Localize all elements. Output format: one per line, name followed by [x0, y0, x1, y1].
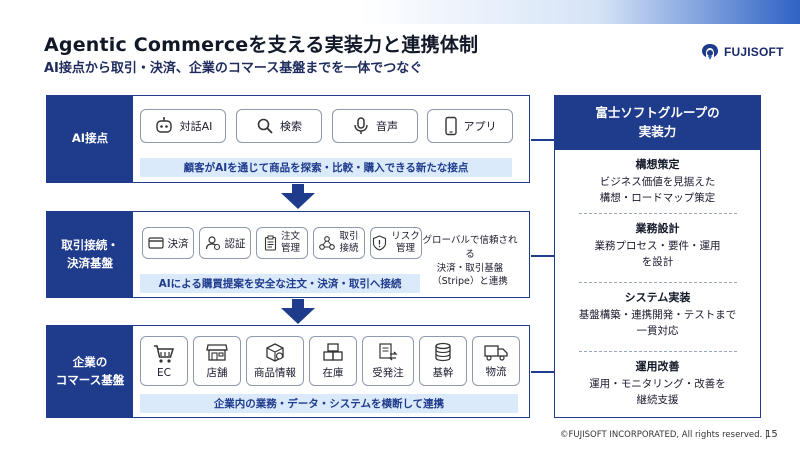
panel-item-body: 運用・モニタリング・改善を継続支援	[589, 378, 726, 406]
connector-line	[531, 255, 554, 257]
product-info-icon	[266, 343, 284, 362]
dashed-divider	[579, 351, 737, 352]
chip-inventory: 在庫	[309, 336, 357, 386]
chip-voice: 音声	[332, 109, 418, 143]
section-caption-bar: 顧客がAIを通じて商品を探索・比較・購入できる新たな接点	[140, 158, 512, 177]
search-icon	[257, 118, 273, 134]
order-exchange-icon	[379, 343, 398, 361]
logo-text: FUJISOFT	[724, 45, 784, 59]
chip-order-exchange: 受発注	[362, 336, 414, 386]
chip-transaction-connect: 取引接続	[313, 227, 365, 259]
panel-item-heading: 運用改善	[635, 360, 680, 373]
dashed-divider	[579, 213, 737, 214]
stripe-note: グローバルで信頼される 決済・取引基盤 （Stripe）と連携	[422, 235, 518, 288]
panel-title: 富士ソフトグループの実装力	[555, 96, 760, 150]
fujisoft-logo-icon	[702, 44, 718, 60]
connector-line	[531, 371, 554, 373]
chip-payment: 決済	[142, 227, 194, 259]
top-gradient-bar	[0, 0, 800, 24]
implementation-panel: 富士ソフトグループの実装力 構想策定 ビジネス価値を見据えた構想・ロードマップ策…	[554, 95, 761, 418]
flow-arrow-shaft	[292, 299, 304, 309]
panel-item-body: ビジネス価値を見据えた構想・ロードマップ策定	[599, 176, 716, 204]
connector-line	[531, 139, 554, 141]
flow-arrow-shaft	[292, 184, 304, 194]
chip-risk-management: リスク管理	[370, 227, 422, 259]
chip-order-management: 注文管理	[256, 227, 308, 259]
shield-alert-icon	[373, 235, 387, 251]
chatbot-icon	[155, 117, 172, 133]
chip-core-system: 基幹	[419, 336, 467, 386]
chip-logistics: 物流	[472, 336, 520, 386]
panel-item-heading: システム実装	[624, 291, 691, 304]
chip-ec: EC	[140, 336, 188, 386]
panel-item: 構想策定 ビジネス価値を見据えた構想・ロードマップ策定	[555, 156, 760, 207]
panel-item: 業務設計 業務プロセス・要件・運用を設計	[555, 220, 760, 271]
chip-app: アプリ	[427, 109, 513, 143]
truck-icon	[484, 345, 508, 361]
panel-item-heading: 構想策定	[635, 158, 680, 171]
credit-card-icon	[147, 237, 164, 249]
chip-search: 検索	[236, 109, 322, 143]
panel-item-heading: 業務設計	[635, 222, 680, 235]
section-transaction-payment: 取引接続・決済基盤 決済 認証 注文管理	[46, 211, 530, 298]
chip-auth: 認証	[199, 227, 251, 259]
down-arrow-icon	[281, 193, 315, 209]
section-ai-touchpoint: AI接点 対話AI 検索 音声 アプリ 顧客がAIを通じて商品を探索・比較・購入…	[46, 95, 530, 183]
panel-item: システム実装 基盤構築・連携開発・テストまで一貫対応	[555, 289, 760, 340]
order-clipboard-icon	[264, 235, 277, 251]
page-number: 15	[765, 429, 778, 440]
section-label: 取引接続・決済基盤	[47, 212, 133, 297]
microphone-icon	[354, 117, 368, 134]
section-label: AI接点	[47, 96, 133, 182]
cart-icon	[154, 344, 175, 363]
section-caption-bar: 企業内の業務・データ・システムを横断して連携	[140, 394, 518, 413]
section-label: 企業のコマース基盤	[47, 326, 133, 417]
panel-item-body: 基盤構築・連携開発・テストまで一貫対応	[578, 309, 737, 337]
company-logo: FUJISOFT	[700, 42, 784, 62]
database-icon	[435, 342, 451, 362]
network-icon	[319, 236, 336, 250]
page-title: Agentic Commerceを支える実装力と連携体制	[44, 34, 479, 56]
section-enterprise-commerce: 企業のコマース基盤 EC 店舗 商品情報	[46, 325, 530, 418]
section-caption-bar: AIによる購買提案を安全な注文・決済・取引へ接続	[140, 274, 420, 293]
chip-store: 店舗	[193, 336, 241, 386]
chip-product-info: 商品情報	[246, 336, 304, 386]
chip-chat-ai: 対話AI	[140, 109, 226, 143]
inventory-icon	[323, 343, 343, 361]
panel-item-body: 業務プロセス・要件・運用を設計	[594, 240, 721, 268]
store-icon	[206, 344, 228, 361]
dashed-divider	[579, 282, 737, 283]
down-arrow-icon	[281, 308, 315, 324]
page-subtitle: AI接点から取引・決済、企業のコマース基盤までを一体でつなぐ	[44, 61, 423, 76]
smartphone-icon	[444, 116, 457, 136]
user-auth-icon	[205, 236, 220, 251]
panel-item: 運用改善 運用・モニタリング・改善を継続支援	[555, 358, 760, 409]
copyright-text: ©FUJISOFT INCORPORATED, All rights reser…	[560, 430, 768, 440]
